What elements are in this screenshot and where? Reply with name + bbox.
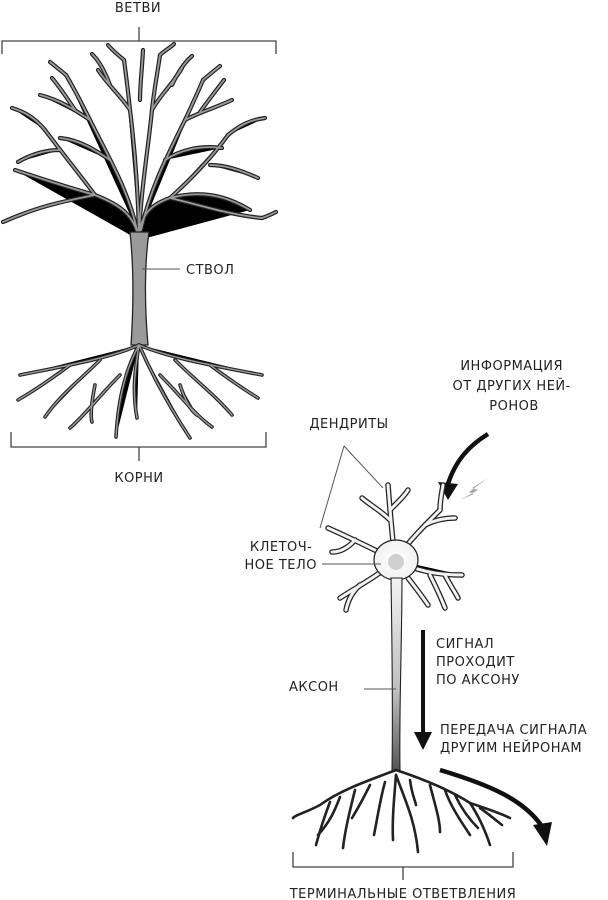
outgoing-arrowhead-icon: [533, 822, 552, 846]
axon: [390, 577, 403, 771]
terminals-label: ТЕРМИНАЛЬНЫЕ ОТВЕТВЛЕНИЯ: [289, 887, 517, 900]
branches-label: ВЕТВИ: [115, 1, 161, 16]
branches-bracket: [1, 27, 277, 54]
outgoing-signal-arrow: [439, 767, 545, 830]
signal-label: СИГНАЛ ПРОХОДИТ ПО АКСОНУ: [436, 637, 520, 688]
cell-body-label: КЛЕТОЧ- НОЕ ТЕЛО: [244, 540, 317, 573]
terminals-bracket: [292, 852, 514, 880]
axon-label: АКСОН: [289, 680, 339, 695]
dendrites-label: ДЕНДРИТЫ: [309, 417, 388, 432]
incoming-signal-arrow: [444, 432, 490, 488]
trunk-label: СТВОЛ: [186, 263, 234, 278]
roots-label: КОРНИ: [114, 471, 163, 486]
roots-bracket: [10, 432, 267, 461]
cell-nucleus: [388, 554, 404, 570]
info-label: ИНФОРМАЦИЯ ОТ ДРУГИХ НЕЙ- РОНОВ: [453, 359, 576, 414]
transfer-label: ПЕРЕДАЧА СИГНАЛА ДРУГИМ НЕЙРОНАМ: [440, 723, 592, 756]
axon-terminals: [291, 768, 512, 854]
signal-arrowhead-icon: [414, 732, 432, 750]
tree-trunk: [129, 231, 150, 346]
dendrites-leader-lines: [319, 445, 384, 529]
spark-icon: [460, 478, 488, 500]
